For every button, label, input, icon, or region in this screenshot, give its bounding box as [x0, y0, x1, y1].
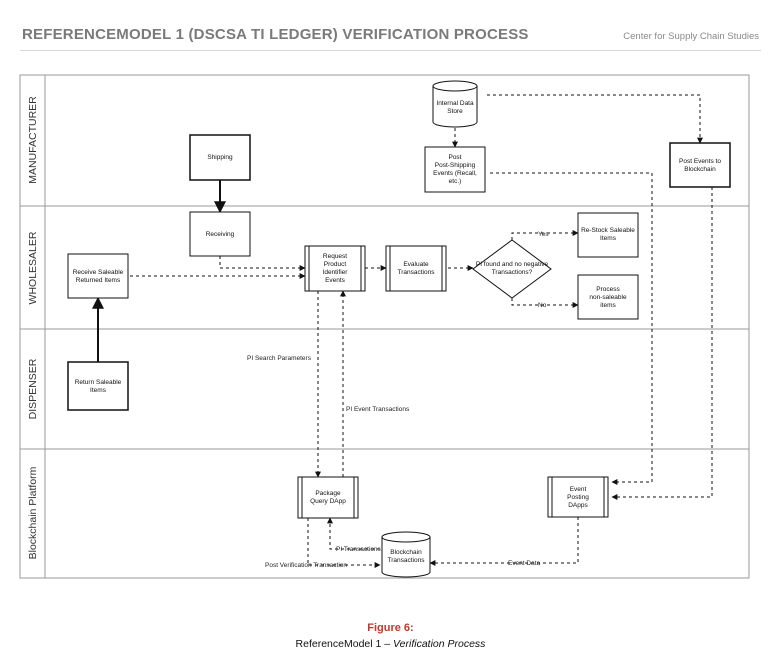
pi-event-transactions-label: PI Event Transactions: [346, 406, 410, 413]
lane-labels: MANUFACTURER WHOLESALER DISPENSER Blockc…: [27, 96, 39, 560]
node-label-line: Identifier: [323, 269, 349, 276]
node-label-line: Events: [325, 277, 346, 284]
node-label-line: Query DApp: [310, 498, 346, 505]
node-label-line: Post: [448, 154, 461, 161]
edges: [92, 94, 713, 568]
node-label-line: Transactions: [388, 557, 426, 564]
page-title: REFERENCEMODEL 1 (DSCSA TI LEDGER) VERIF…: [22, 26, 529, 43]
edge-decision-yes: [511, 230, 579, 240]
lane-label-manufacturer: MANUFACTURER: [27, 96, 39, 184]
node-label-line: Receive Saleable: [73, 269, 124, 276]
edge-datastore-to-post-events: [487, 94, 703, 144]
blockchain-transactions-cylinder: [381, 531, 431, 578]
edge-post-shipping-to-event-posting: [490, 172, 653, 485]
node-label-line: Product: [324, 261, 347, 268]
node-label-line: Post Events to: [679, 158, 721, 165]
node-label-line: Blockchain: [390, 549, 422, 556]
no-label: No: [538, 302, 547, 309]
receiving-label: Receiving: [206, 231, 235, 238]
node-label-line: Process: [596, 286, 620, 293]
internal-data-store-cylinder: [432, 80, 478, 128]
edge-event-posting-to-blockchain: [429, 517, 579, 566]
node-label-line: etc.): [449, 178, 462, 185]
node-label-line: Shipping: [207, 154, 233, 161]
node-label-line: Blockchain: [684, 166, 716, 173]
node-label-line: Transactions?: [492, 269, 533, 276]
node-label-line: Return Saleable: [75, 379, 122, 386]
lane-label-wholesaler: WHOLESALER: [27, 231, 39, 304]
node-label-line: Posting: [567, 494, 589, 501]
node-label-line: PI found and no negative: [476, 261, 549, 268]
post-events-box: [669, 142, 731, 188]
node-label-line: Package: [315, 490, 341, 497]
edge-labels: Yes No PI Search Parameters PI Event Tra…: [247, 231, 549, 569]
lane-label-blockchain: Blockchain Platform: [27, 466, 39, 559]
node-label-line: DApps: [568, 502, 588, 509]
node-label-line: Re-Stock Saleable: [581, 227, 635, 234]
node-label-line: Events (Recall,: [433, 170, 477, 177]
shipping-label: Shipping: [207, 154, 233, 161]
node-label-line: Returned Items: [76, 277, 121, 284]
node-label-line: Transactions: [398, 269, 436, 276]
swimlane-frame: [19, 74, 750, 579]
restock-box: [577, 212, 639, 258]
edge-post-events-to-event-posting: [611, 187, 713, 500]
request-pi-box: [304, 245, 366, 292]
node-label-line: Receiving: [206, 231, 235, 238]
swimlanes: [19, 74, 750, 579]
pi-search-parameters-label: PI Search Parameters: [247, 355, 312, 362]
edge-receiving-to-request: [219, 256, 306, 271]
node-label-line: Store: [447, 108, 463, 115]
lane-label-dispenser: DISPENSER: [27, 358, 39, 419]
process-nonsaleable-box: [577, 274, 639, 320]
edge-blockchain-to-package-query: [327, 517, 380, 550]
node-shapes: [67, 80, 731, 578]
edge-decision-no: [511, 298, 579, 308]
shipping-box: [189, 134, 251, 181]
caption-italic: Verification Process: [393, 638, 486, 650]
post-verification-transaction-label: Post Verification Transaction: [265, 562, 347, 569]
header-divider: [20, 50, 761, 51]
yes-label: Yes: [538, 231, 549, 238]
node-label-line: Request: [323, 253, 347, 260]
receiving-box: [189, 211, 251, 257]
decision-diamond: [472, 239, 552, 299]
node-label-line: non-saleable: [589, 294, 627, 301]
node-label-line: Evaluate: [403, 261, 429, 268]
node-label-line: Internal Data: [436, 100, 474, 107]
figure-caption-subtitle: ReferenceModel 1 – Verification Process: [0, 638, 781, 650]
evaluate-box: [385, 245, 447, 292]
organization-name: Center for Supply Chain Studies: [623, 31, 759, 42]
package-query-box: [297, 476, 359, 519]
event-posting-box: [547, 476, 609, 518]
receive-saleable-box: [67, 253, 129, 299]
node-label-line: Post-Shipping: [435, 162, 476, 169]
post-shipping-box: [424, 146, 486, 193]
node-label-line: Event: [570, 486, 587, 493]
edge-package-query-to-blockchain: [307, 518, 381, 568]
caption-prefix: ReferenceModel 1 –: [295, 638, 394, 650]
return-saleable-box: [67, 361, 129, 411]
pi-transactions-label: PI Transactions: [336, 546, 382, 553]
event-data-label: Event Data: [508, 560, 541, 567]
node-label-line: Items: [90, 387, 107, 394]
node-label-line: Items: [600, 235, 617, 242]
figure-caption-title: Figure 6:: [367, 622, 414, 634]
node-label-line: items: [600, 302, 616, 309]
